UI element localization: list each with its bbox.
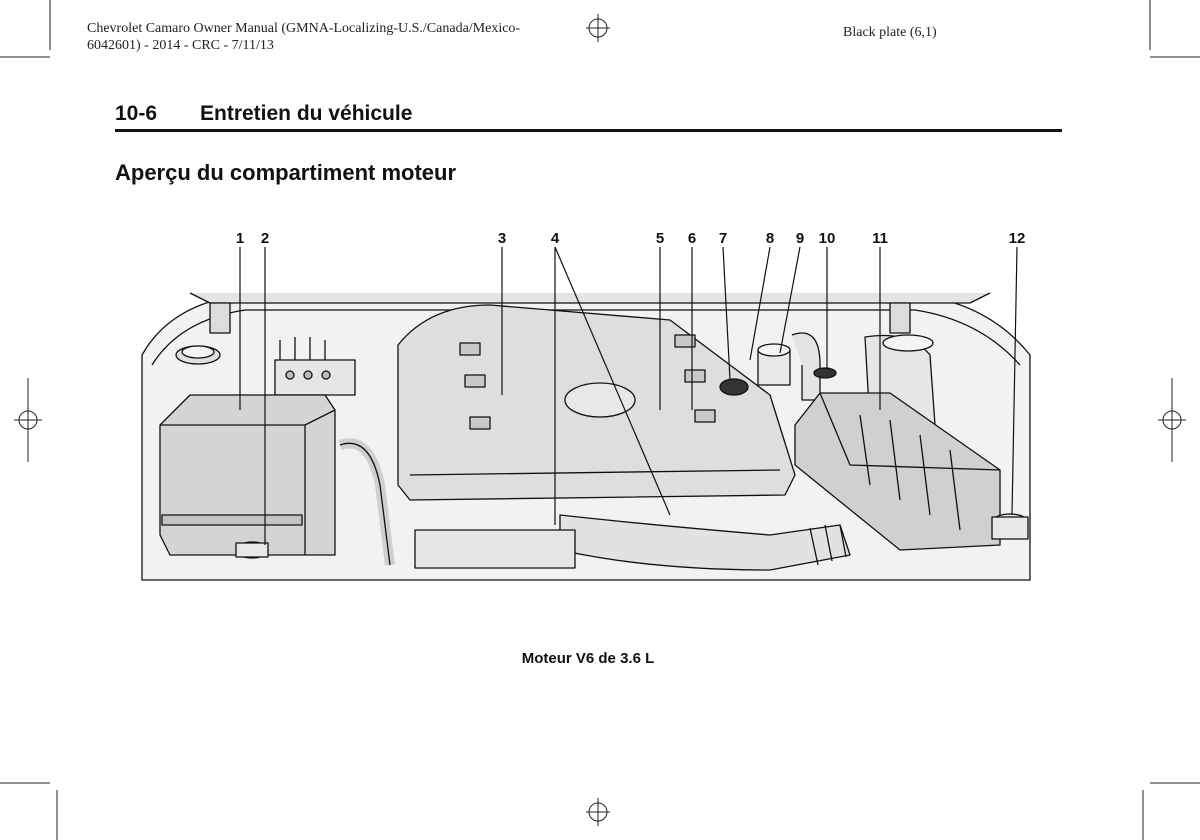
callout-label: 4	[551, 230, 560, 247]
engine-cover-logo-dome	[564, 382, 636, 418]
callout-label: 12	[1009, 230, 1026, 247]
callout-label: 9	[796, 230, 804, 247]
callout-label: 6	[688, 230, 696, 247]
figure-caption: Moteur V6 de 3.6 L	[521, 650, 655, 667]
callout-leaders	[239, 246, 1018, 545]
fuse-block	[159, 394, 336, 556]
header-line-1: Chevrolet Camaro Owner Manual (GMNA-Loca…	[87, 21, 521, 36]
power-steering-cap	[813, 367, 837, 379]
callout-label: 7	[719, 230, 727, 247]
callout-label: 2	[261, 230, 269, 247]
page-title: Aperçu du compartiment moteur	[115, 160, 457, 185]
header-line-2: 6042601) - 2014 - CRC - 7/11/13	[87, 38, 274, 53]
callout-label: 8	[766, 230, 774, 247]
registration-target-left	[14, 378, 42, 462]
air-cleaner	[794, 392, 1001, 551]
callout-label: 11	[872, 230, 888, 247]
section-rule	[115, 129, 1062, 132]
callout-label: 10	[819, 230, 836, 247]
engine-compartment-illustration: 1 2 3 4 5 6 7 8 9 10 11 12	[141, 230, 1031, 581]
section-number: 10-6	[115, 102, 158, 125]
air-intake-duct	[559, 514, 851, 571]
section-title: Entretien du véhicule	[200, 102, 413, 125]
callout-label: 5	[656, 230, 664, 247]
header-meta: Chevrolet Camaro Owner Manual (GMNA-Loca…	[87, 20, 520, 54]
registration-target-right	[1158, 378, 1186, 462]
callout-label: 3	[498, 230, 506, 247]
oil-fill-cap	[719, 378, 749, 396]
registration-target-top	[586, 14, 610, 42]
registration-target-bottom	[586, 798, 610, 826]
callout-label: 1	[236, 230, 244, 247]
plate-label: Black plate (6,1)	[843, 25, 937, 40]
